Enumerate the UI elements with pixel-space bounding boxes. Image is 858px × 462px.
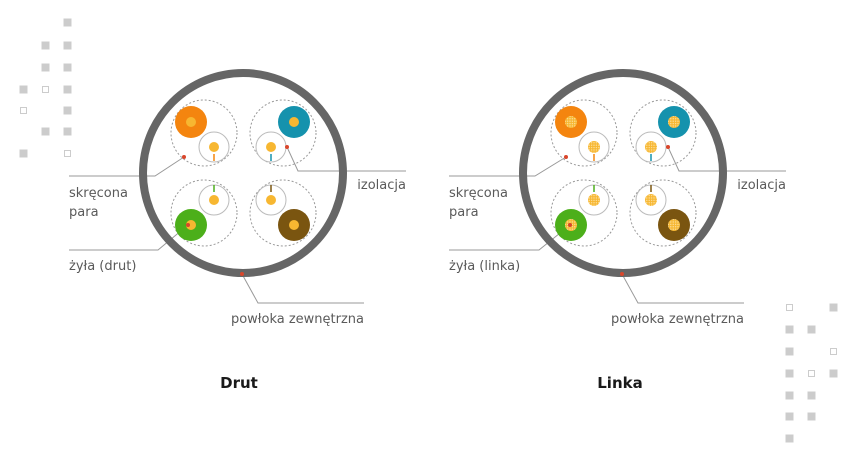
outer-jacket (519, 69, 727, 277)
leader-insulation (667, 146, 786, 172)
conductor-core (186, 220, 196, 230)
label-insulation: izolacja (357, 178, 406, 193)
diagram-stranded: skręcona para izolacja żyła (linka) powł… (449, 69, 786, 392)
stranded-core (588, 141, 600, 153)
pair-boundaries-solid (170, 99, 317, 247)
pair-brown (635, 184, 690, 241)
stranded-core (645, 141, 657, 153)
outer-jacket (139, 69, 347, 277)
diagram-title-solid: Drut (220, 374, 258, 392)
pair-blue (635, 106, 690, 163)
label-twisted-pair-line2: para (449, 205, 479, 220)
marker-dots-solid (182, 145, 289, 276)
marker-dots-stranded (564, 145, 670, 276)
stranded-core (668, 116, 680, 128)
stranded-core (588, 194, 600, 206)
label-twisted-pair-line2: para (69, 205, 99, 220)
leader-insulation (286, 146, 406, 172)
pair-blue (255, 106, 310, 163)
conductor-core (209, 142, 219, 152)
pair-brown (255, 184, 310, 241)
conductor-core (289, 117, 299, 127)
leader-twisted-pair (449, 156, 567, 177)
pair-boundaries-stranded (550, 99, 697, 247)
label-conductor: żyła (linka) (449, 259, 520, 274)
pair-green (175, 184, 230, 241)
leader-jacket (241, 273, 364, 304)
leader-jacket (621, 273, 744, 304)
leader-twisted-pair (69, 156, 185, 177)
stranded-core (565, 116, 577, 128)
pair-green (555, 184, 610, 241)
deco-squares-top-left (19, 18, 72, 158)
conductor-core (186, 117, 196, 127)
pair-orange (175, 106, 230, 163)
label-insulation: izolacja (737, 178, 786, 193)
label-twisted-pair-line1: skręcona (69, 186, 128, 201)
label-conductor: żyła (drut) (69, 259, 136, 274)
conductor-core (266, 195, 276, 205)
stranded-core (645, 194, 657, 206)
label-jacket: powłoka zewnętrzna (611, 312, 744, 327)
diagram-title-stranded: Linka (597, 374, 642, 392)
diagram-solid: skręcona para izolacja żyła (drut) powło… (69, 69, 406, 392)
label-jacket: powłoka zewnętrzna (231, 312, 364, 327)
conductor-core (209, 195, 219, 205)
deco-squares-bottom-right (785, 303, 838, 443)
conductor-core (289, 220, 299, 230)
leader-lines-stranded (449, 146, 786, 304)
stranded-core (668, 219, 680, 231)
leader-lines-solid (69, 146, 406, 304)
pair-orange (555, 106, 610, 163)
conductor-core (266, 142, 276, 152)
label-twisted-pair-line1: skręcona (449, 186, 508, 201)
